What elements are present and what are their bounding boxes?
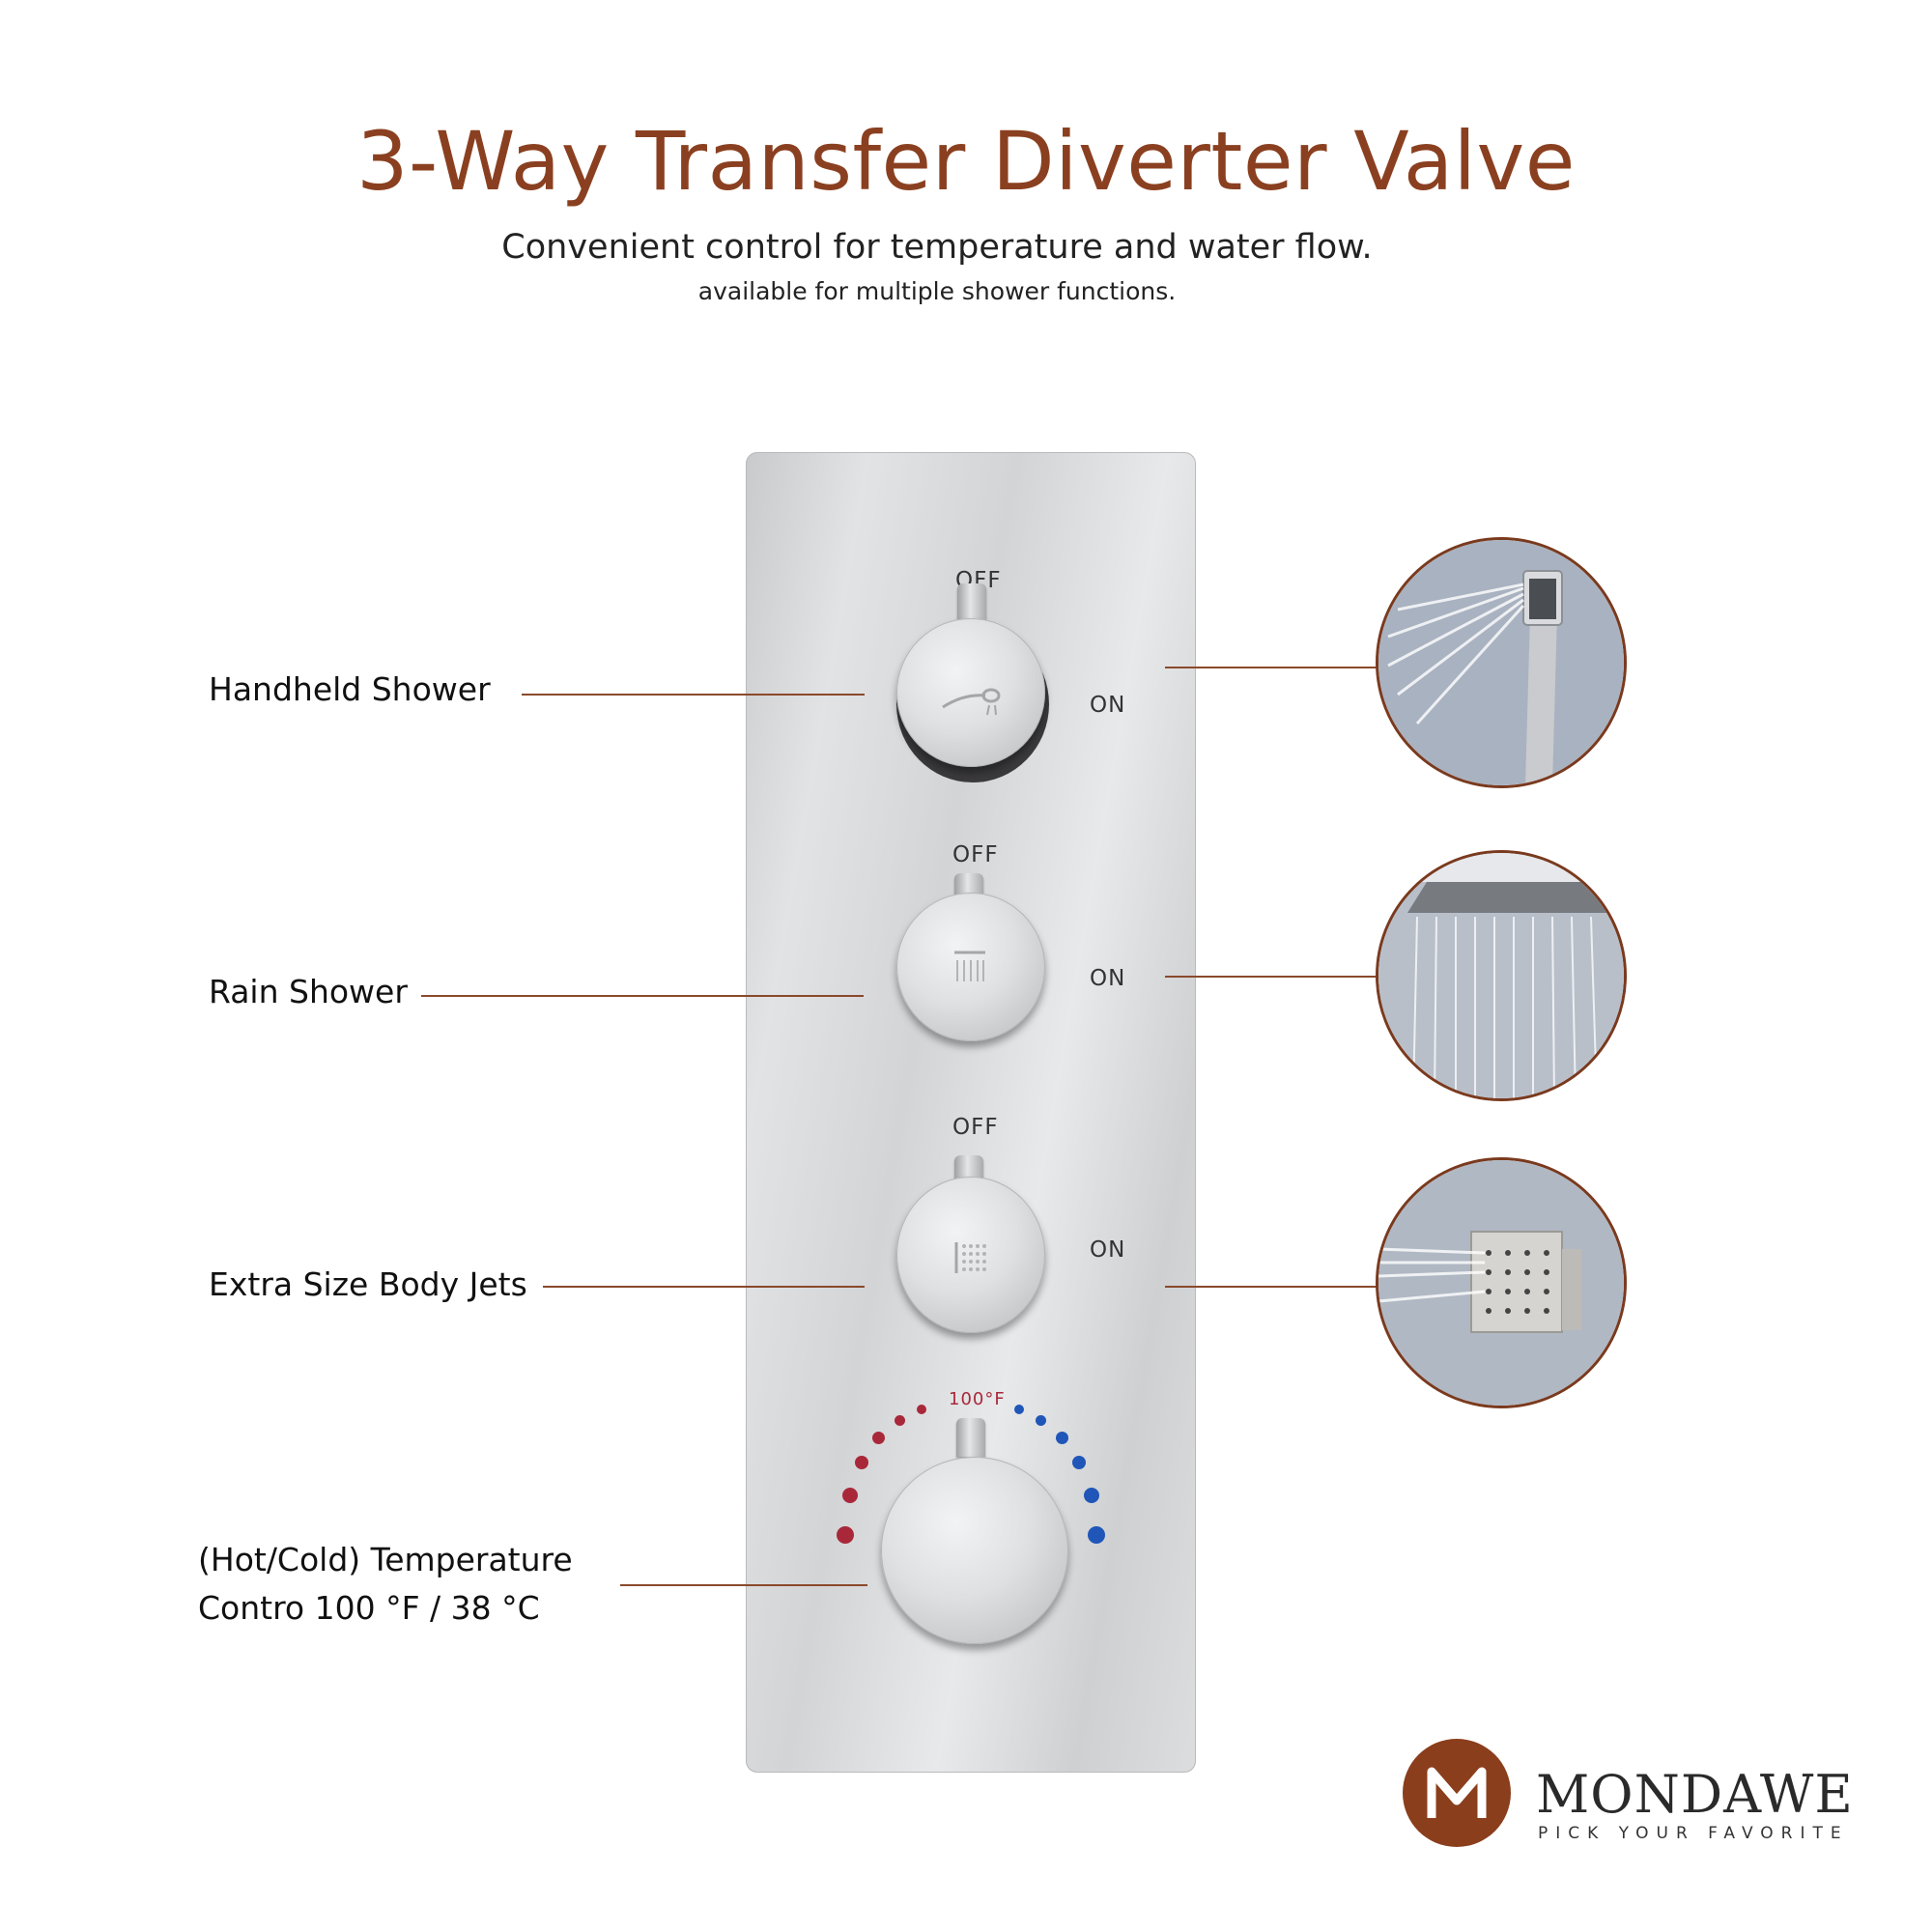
body-jets-image-icon bbox=[1378, 1160, 1624, 1406]
thermostat-stem bbox=[956, 1418, 985, 1457]
hot-indicator-dot bbox=[895, 1415, 905, 1426]
leader-line-left-3 bbox=[543, 1286, 865, 1288]
leader-line-left-1 bbox=[522, 694, 865, 696]
rain-shower-knob[interactable] bbox=[896, 893, 1045, 1041]
label-temperature-line2: Contro 100 °F / 38 °C bbox=[198, 1589, 540, 1627]
rain-shower-image-icon bbox=[1378, 853, 1624, 1098]
rain-shower-photo bbox=[1376, 850, 1627, 1101]
off-label-2: OFF bbox=[952, 842, 999, 867]
subtitle: Convenient control for temperature and w… bbox=[501, 228, 1373, 267]
temperature-mark: 100°F bbox=[949, 1389, 1006, 1409]
cold-indicator-dot bbox=[1084, 1488, 1099, 1503]
body-jets-knob[interactable] bbox=[896, 1177, 1045, 1333]
handheld-shower-photo bbox=[1376, 537, 1627, 788]
valve-panel: OFF ON OFF ON OFF ON bbox=[746, 452, 1196, 1773]
brand-tagline: PICK YOUR FAVORITE bbox=[1538, 1824, 1849, 1843]
on-label-2: ON bbox=[1090, 966, 1126, 991]
body-jets-photo bbox=[1376, 1157, 1627, 1408]
leader-line-right-1 bbox=[1165, 667, 1378, 668]
subnote: available for multiple shower functions. bbox=[697, 277, 1177, 305]
rain-shower-icon bbox=[954, 951, 985, 981]
hot-indicator-dot bbox=[855, 1456, 868, 1469]
hot-indicator-dot bbox=[872, 1432, 885, 1444]
page-title: 3-Way Transfer Diverter Valve bbox=[356, 114, 1576, 209]
brand-name: MONDAWE bbox=[1536, 1764, 1854, 1825]
handheld-shower-icon bbox=[942, 688, 1001, 716]
cold-indicator-dot bbox=[1072, 1456, 1086, 1469]
brand-logo-icon bbox=[1403, 1739, 1511, 1847]
thermostat-knob[interactable] bbox=[881, 1457, 1068, 1644]
body-jets-icon bbox=[954, 1242, 986, 1273]
label-rain-shower: Rain Shower bbox=[209, 973, 408, 1010]
hot-indicator-dot bbox=[917, 1405, 926, 1414]
hot-indicator-dot bbox=[842, 1488, 858, 1503]
on-label-1: ON bbox=[1090, 693, 1126, 718]
label-body-jets: Extra Size Body Jets bbox=[209, 1265, 527, 1303]
label-temperature-line1: (Hot/Cold) Temperature bbox=[198, 1541, 573, 1578]
off-label-3: OFF bbox=[952, 1115, 999, 1140]
leader-line-right-2 bbox=[1165, 976, 1378, 978]
cold-indicator-dot bbox=[1056, 1432, 1068, 1444]
handheld-shower-knob[interactable] bbox=[896, 618, 1045, 767]
knob-stem-1 bbox=[957, 583, 986, 622]
leader-line-left-2 bbox=[421, 995, 864, 997]
leader-line-right-3 bbox=[1165, 1286, 1378, 1288]
hot-indicator-dot bbox=[837, 1526, 854, 1544]
cold-indicator-dot bbox=[1088, 1526, 1105, 1544]
handheld-shower-image-icon bbox=[1378, 540, 1624, 785]
on-label-3: ON bbox=[1090, 1237, 1126, 1263]
cold-indicator-dot bbox=[1014, 1405, 1024, 1414]
label-handheld-shower: Handheld Shower bbox=[209, 670, 491, 708]
leader-line-left-4 bbox=[620, 1584, 867, 1586]
cold-indicator-dot bbox=[1036, 1415, 1046, 1426]
